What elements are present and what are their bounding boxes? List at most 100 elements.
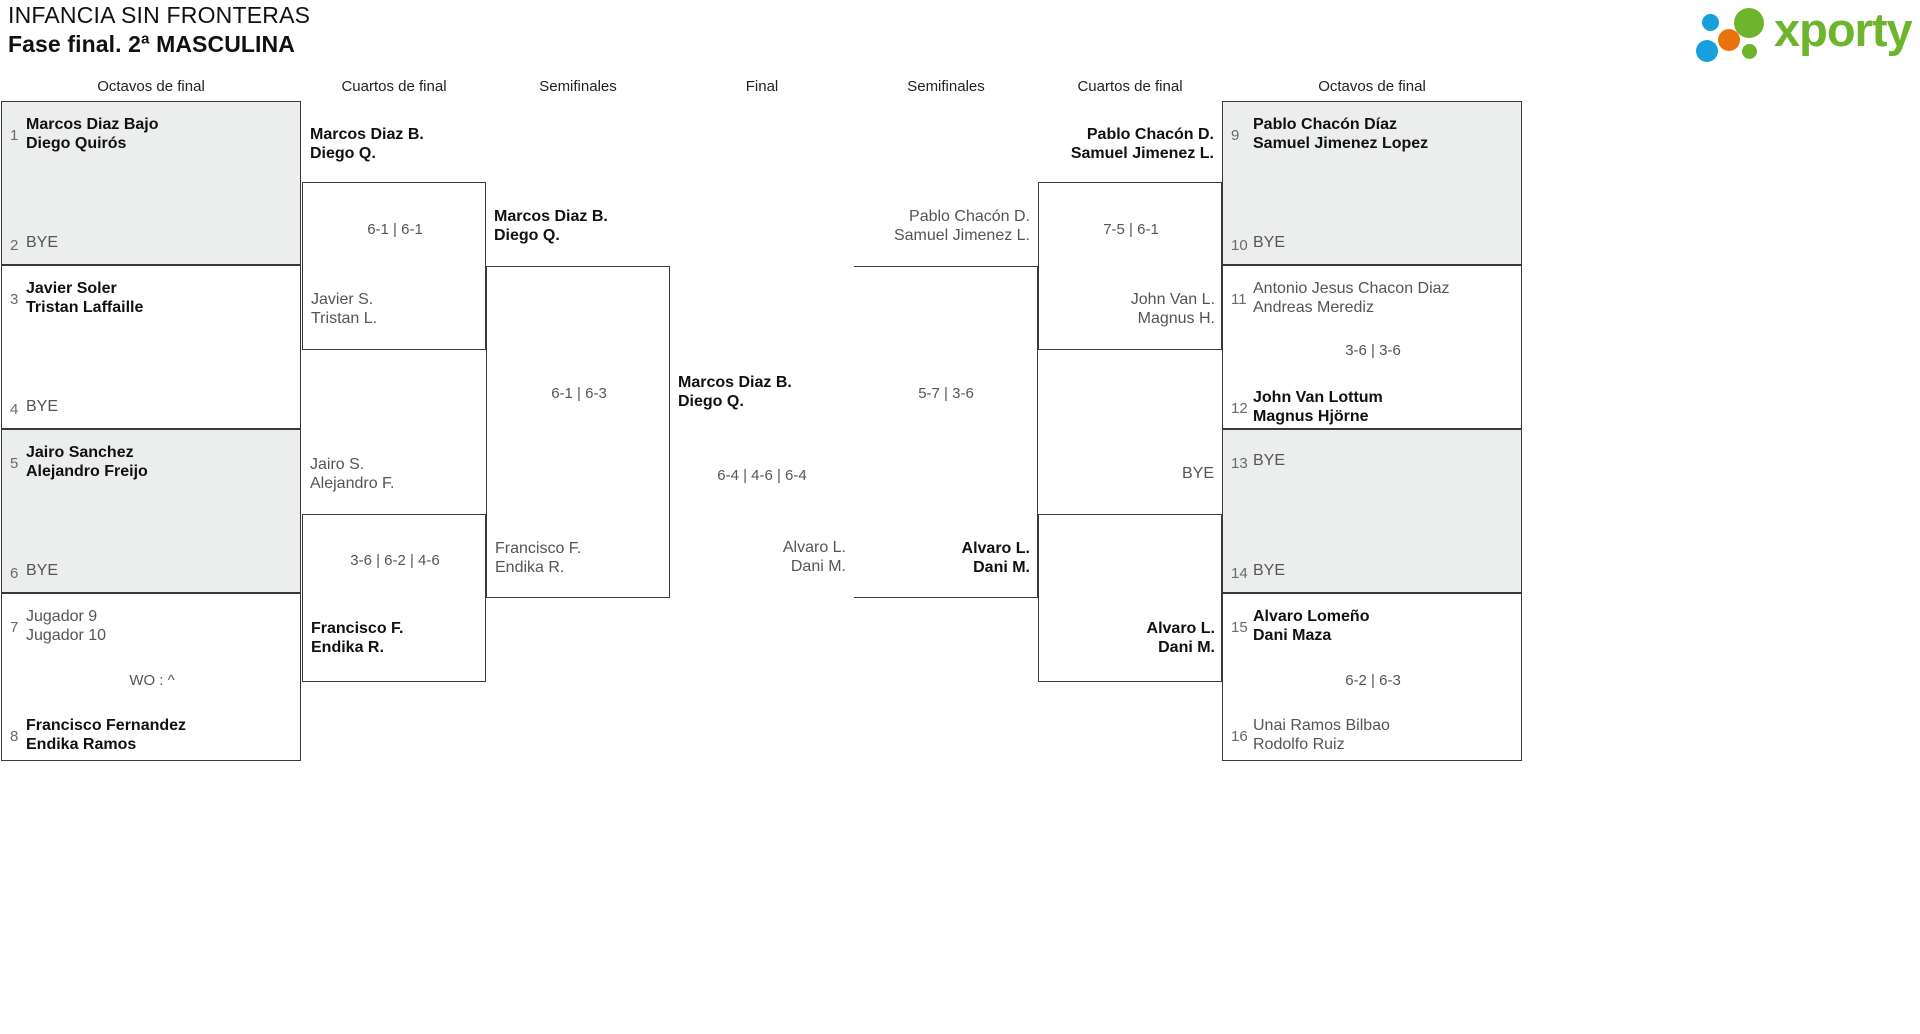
player-name-line2: Diego Q. [494, 227, 560, 244]
seed-number: 2 [10, 237, 19, 254]
player-name-line1: Alvaro L. [1146, 620, 1215, 637]
match-box-r16-3[interactable]: 13 BYE 14 BYE [1222, 429, 1522, 593]
logo-dot-orange [1718, 29, 1740, 51]
player-pair: Alvaro L. Dani M. [670, 538, 846, 576]
player-name-line1: BYE [26, 234, 59, 251]
player-name-line1: Jairo Sanchez [26, 444, 134, 461]
match-label-rqf-2-bye: BYE [1038, 450, 1222, 490]
player-name-line2: Dani M. [973, 559, 1030, 576]
player-name-line1: John Van L. [1130, 291, 1215, 308]
player-name-line1: Marcos Diaz Bajo [26, 116, 159, 133]
player-pair: Antonio Jesus Chacon Diaz Andreas Meredi… [1253, 279, 1450, 317]
player-name-line2: Tristan Laffaille [26, 299, 144, 316]
seed-number: 11 [1231, 291, 1247, 308]
match-box-lqf-2[interactable]: 3-6 | 6-2 | 4-6 Francisco F. Endika R. [302, 514, 486, 682]
match-label-lqf-1: Marcos Diaz B. Diego Q. [302, 120, 486, 180]
match-label-final-top: Marcos Diaz B. Diego Q. [670, 368, 854, 428]
match-box-lsf-1[interactable]: 6-1 | 6-3 Francisco F. Endika R. [486, 266, 670, 598]
player-pair: BYE [1253, 451, 1285, 470]
player-name-line1: Javier Soler [26, 280, 117, 297]
match-box-l16-2[interactable]: 3 Javier Soler Tristan Laffaille 4 BYE [1, 265, 301, 429]
player-name-line2: Magnus Hjörne [1253, 408, 1369, 425]
player-pair: Marcos Diaz B. Diego Q. [494, 207, 608, 245]
seed-number: 6 [10, 565, 19, 582]
match-score: 3-6 | 3-6 [1345, 342, 1401, 359]
player-pair: BYE [26, 233, 58, 252]
match-box-lqf-1[interactable]: 6-1 | 6-1 Javier S. Tristan L. [302, 182, 486, 350]
player-pair: BYE [26, 561, 58, 580]
player-pair: Marcos Diaz B. Diego Q. [310, 125, 424, 163]
player-name-line1: Unai Ramos Bilbao [1253, 717, 1390, 734]
player-name-line1: Pablo Chacón D. [1086, 126, 1214, 143]
match-box-r16-4[interactable]: 15 Alvaro Lomeño Dani Maza 6-2 | 6-3 16 … [1222, 593, 1522, 761]
player-name-line2: Dani M. [790, 558, 846, 575]
player-name-line1: Pablo Chacón Díaz [1253, 116, 1398, 133]
match-label-lqf-2: Jairo S. Alejandro F. [302, 450, 486, 510]
player-name-line1: Marcos Diaz B. [494, 208, 608, 225]
player-pair: Alvaro L. Dani M. [1039, 619, 1215, 657]
player-pair: Alvaro L. Dani M. [854, 539, 1030, 577]
match-box-l16-3[interactable]: 5 Jairo Sanchez Alejandro Freijo 6 BYE [1, 429, 301, 593]
round-header-right-r16: Octavos de final [1318, 78, 1426, 95]
player-name-line2: Endika Ramos [26, 736, 137, 753]
round-header-right-sf: Semifinales [907, 78, 985, 95]
seed-number: 10 [1231, 237, 1248, 254]
player-name-line1: Pablo Chacón D. [909, 208, 1030, 225]
player-pair: BYE [26, 397, 58, 416]
player-pair: Francisco F. Endika R. [495, 539, 581, 577]
logo-dot-green-large [1734, 8, 1764, 38]
seed-number: 3 [10, 291, 19, 308]
player-pair: Pablo Chacón Díaz Samuel Jimenez Lopez [1253, 115, 1428, 153]
player-name-line2: Tristan L. [311, 310, 378, 327]
player-pair: Alvaro Lomeño Dani Maza [1253, 607, 1369, 645]
match-score: WO : ^ [129, 672, 175, 689]
player-name-line2: Diego Q. [678, 393, 744, 410]
player-pair: Francisco Fernandez Endika Ramos [26, 716, 186, 754]
match-box-l16-4[interactable]: 7 Jugador 9 Jugador 10 WO : ^ 8 Francisc… [1, 593, 301, 761]
match-box-r16-2[interactable]: 11 Antonio Jesus Chacon Diaz Andreas Mer… [1222, 265, 1522, 429]
player-pair: John Van L. Magnus H. [1039, 290, 1215, 328]
seed-number: 14 [1231, 565, 1248, 582]
player-name-line2: Endika R. [311, 639, 384, 656]
round-header-left-r16: Octavos de final [97, 78, 205, 95]
match-box-rqf-1[interactable]: 7-5 | 6-1 John Van L. Magnus H. [1038, 182, 1222, 350]
player-pair: John Van Lottum Magnus Hjörne [1253, 388, 1383, 426]
match-box-l16-1[interactable]: 1 Marcos Diaz Bajo Diego Quirós 2 BYE [1, 101, 301, 265]
match-box-rsf-1[interactable]: 5-7 | 3-6 Alvaro L. Dani M. [854, 266, 1038, 598]
player-name-line2: Magnus H. [1137, 310, 1215, 327]
player-name-line1: Antonio Jesus Chacon Diaz [1253, 280, 1450, 297]
player-name-line2: Diego Quirós [26, 135, 127, 152]
match-score: 6-1 | 6-1 [367, 221, 423, 238]
seed-number: 16 [1231, 728, 1248, 745]
player-name-line1: Francisco F. [311, 620, 404, 637]
player-pair: Pablo Chacón D. Samuel Jimenez L. [1038, 125, 1214, 163]
player-name-line1: BYE [1253, 234, 1286, 251]
match-score: 5-7 | 3-6 [918, 385, 974, 402]
match-box-rqf-2[interactable]: Alvaro L. Dani M. [1038, 514, 1222, 682]
player-name-line1: BYE [26, 398, 59, 415]
player-name-line1: Alvaro Lomeño [1253, 608, 1370, 625]
final-score: 6-4 | 4-6 | 6-4 [717, 467, 807, 484]
seed-number: 9 [1231, 127, 1240, 144]
player-name-line1: Francisco Fernandez [26, 717, 187, 734]
seed-number: 1 [10, 127, 19, 144]
player-pair: BYE [1253, 233, 1285, 252]
match-score: 7-5 | 6-1 [1103, 221, 1159, 238]
player-name-line1: John Van Lottum [1253, 389, 1383, 406]
match-score: 6-2 | 6-3 [1345, 672, 1401, 689]
player-pair: Unai Ramos Bilbao Rodolfo Ruiz [1253, 716, 1390, 754]
player-name-line2: Samuel Jimenez L. [1070, 145, 1214, 162]
player-pair: Marcos Diaz Bajo Diego Quirós [26, 115, 158, 153]
match-label-final-bottom: Alvaro L. Dani M. [670, 533, 854, 593]
seed-number: 13 [1231, 455, 1248, 472]
player-name-line1: Francisco F. [495, 540, 582, 557]
player-pair: Javier S. Tristan L. [311, 290, 377, 328]
match-box-r16-1[interactable]: 9 Pablo Chacón Díaz Samuel Jimenez Lopez… [1222, 101, 1522, 265]
player-name-line2: Alejandro Freijo [26, 463, 148, 480]
seed-number: 12 [1231, 400, 1248, 417]
logo-dot-blue-top [1702, 14, 1719, 31]
player-pair: Jairo Sanchez Alejandro Freijo [26, 443, 148, 481]
logo-dot-green-small [1742, 44, 1757, 59]
round-header-left-sf: Semifinales [539, 78, 617, 95]
player-name-line1: Marcos Diaz B. [678, 374, 792, 391]
